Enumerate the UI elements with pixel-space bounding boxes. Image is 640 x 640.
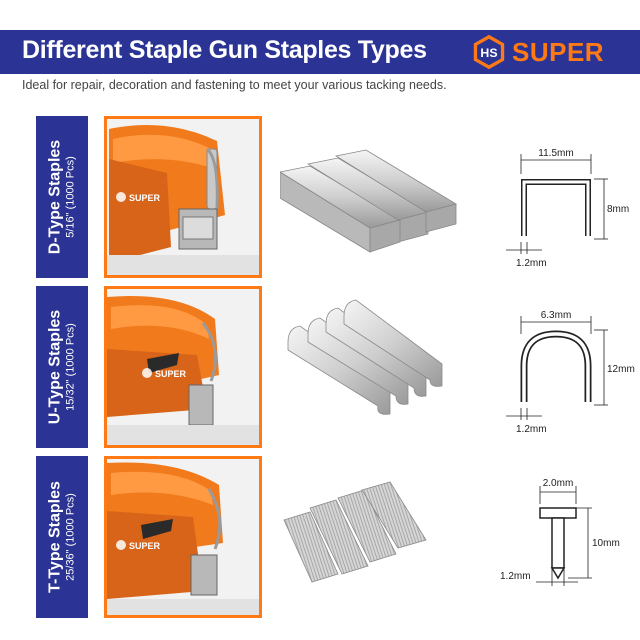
staple-type-spec: 15/32" (1000 Pcs) bbox=[64, 323, 77, 411]
staple-type-spec: 5/16" (1000 Pcs) bbox=[64, 156, 77, 238]
staple-strips-d bbox=[278, 116, 470, 278]
tool-brand-mark: SUPER bbox=[129, 193, 161, 203]
header-banner: Different Staple Gun Staples Types HS SU… bbox=[0, 30, 640, 74]
dimension-width: 2.0mm bbox=[543, 478, 574, 489]
row-label-t-type: T-Type Staples 25/36" (1000 Pcs) bbox=[36, 456, 88, 618]
dimension-diagram-u: 6.3mm 12mm 1.2mm bbox=[466, 286, 636, 448]
dimension-thickness: 1.2mm bbox=[500, 571, 531, 582]
brand-hexagon-icon: HS bbox=[473, 34, 505, 70]
row-label-u-type: U-Type Staples 15/32" (1000 Pcs) bbox=[36, 286, 88, 448]
brand-logo: HS SUPER bbox=[470, 30, 604, 74]
row-t-type: T-Type Staples 25/36" (1000 Pcs) SUPER bbox=[36, 456, 636, 618]
dimension-width: 6.3mm bbox=[541, 310, 572, 321]
staple-strips-t bbox=[280, 456, 470, 618]
page-title: Different Staple Gun Staples Types bbox=[22, 36, 427, 64]
dimension-height: 12mm bbox=[607, 364, 635, 375]
staple-strips-u bbox=[280, 286, 470, 448]
row-u-type: U-Type Staples 15/32" (1000 Pcs) SUPER bbox=[36, 286, 636, 448]
tool-brand-mark: SUPER bbox=[129, 541, 161, 551]
dimension-height: 8mm bbox=[607, 204, 629, 215]
dimension-height: 10mm bbox=[592, 538, 620, 549]
subtitle: Ideal for repair, decoration and fasteni… bbox=[22, 78, 447, 92]
dimension-width: 11.5mm bbox=[538, 148, 573, 159]
staple-gun-photo-t: SUPER bbox=[104, 456, 262, 618]
dimension-thickness: 1.2mm bbox=[516, 258, 547, 269]
staple-gun-photo-u: SUPER bbox=[104, 286, 262, 448]
staple-type-spec: 25/36" (1000 Pcs) bbox=[64, 493, 77, 581]
brand-logo-letters: HS bbox=[480, 46, 497, 60]
staple-type-name: T-Type Staples bbox=[46, 481, 64, 593]
tool-brand-mark: SUPER bbox=[155, 369, 187, 379]
staple-type-name: U-Type Staples bbox=[46, 309, 64, 425]
dimension-thickness: 1.2mm bbox=[516, 424, 547, 435]
dimension-diagram-d: 11.5mm 8mm 1.2mm bbox=[466, 116, 636, 278]
staple-gun-photo-d: SUPER bbox=[104, 116, 262, 278]
row-label-d-type: D-Type Staples 5/16" (1000 Pcs) bbox=[36, 116, 88, 278]
staple-type-name: D-Type Staples bbox=[46, 139, 64, 255]
row-d-type: D-Type Staples 5/16" (1000 Pcs) SUPER bbox=[36, 116, 636, 278]
brand-name: SUPER bbox=[512, 36, 605, 67]
dimension-diagram-t: 2.0mm 10mm 1.2mm bbox=[466, 456, 636, 618]
